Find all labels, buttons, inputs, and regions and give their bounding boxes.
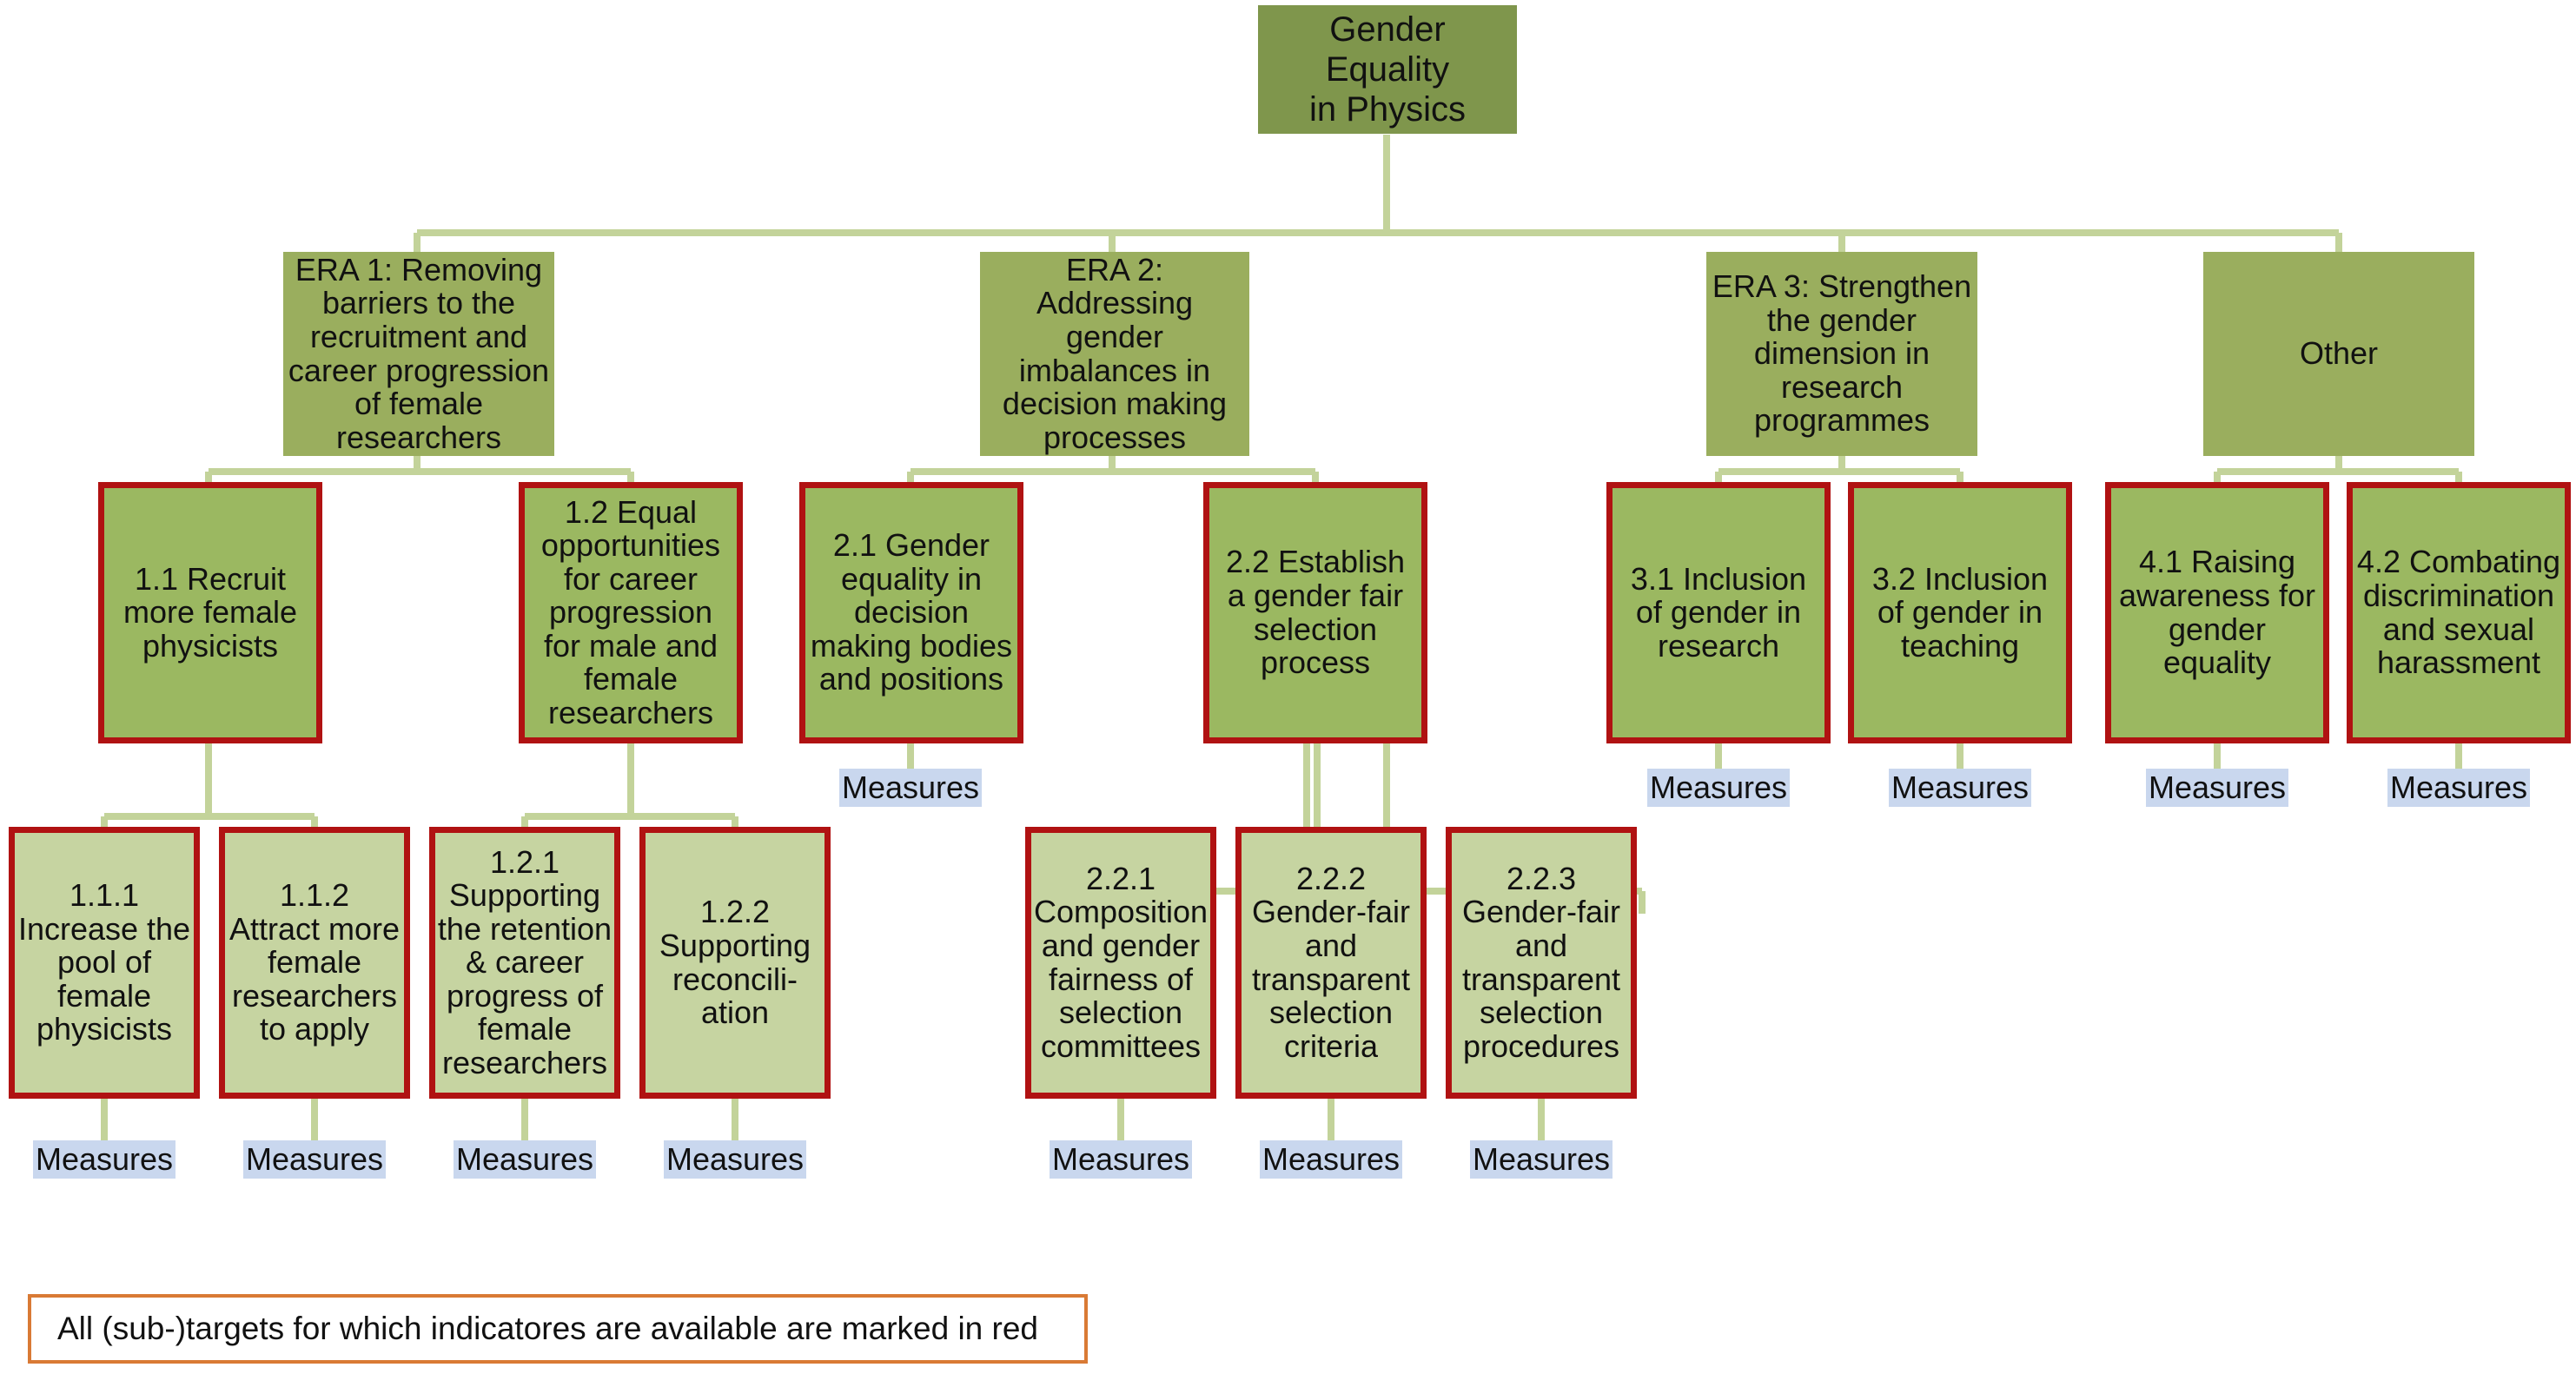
subtarget-1-2-1-node: 1.2.1 Supporting the retention & career … — [429, 827, 620, 1099]
era-other-node: Other — [2203, 252, 2474, 456]
measures-label: Measures — [1050, 1140, 1192, 1179]
subtarget-2-2-3-node: 2.2.3 Gender-fair and transparent select… — [1446, 827, 1637, 1099]
legend-note: All (sub-)targets for which indicatores … — [28, 1294, 1088, 1364]
measures-label: Measures — [33, 1140, 175, 1179]
target-4-2-node: 4.2 Combating discrimination and sexual … — [2347, 482, 2571, 743]
subtarget-2-2-1-node: 2.2.1 Composition and gender fairness of… — [1025, 827, 1216, 1099]
era-2-node: ERA 2: Addressing gender imbalances in d… — [980, 252, 1249, 456]
measures-label: Measures — [839, 769, 982, 807]
target-1-2-node: 1.2 Equal opportunities for career progr… — [519, 482, 743, 743]
subtarget-1-1-1-node: 1.1.1 Increase the pool of female physic… — [9, 827, 200, 1099]
measures-label: Measures — [243, 1140, 386, 1179]
measures-label: Measures — [2387, 769, 2530, 807]
measures-label: Measures — [1260, 1140, 1402, 1179]
era-1-node: ERA 1: Removing barriers to the recruitm… — [283, 252, 554, 456]
subtarget-1-2-2-node: 1.2.2 Supporting reconcili- ation — [639, 827, 831, 1099]
measures-label: Measures — [2146, 769, 2288, 807]
target-2-1-node: 2.1 Gender equality in decision making b… — [799, 482, 1023, 743]
target-2-2-node: 2.2 Establish a gender fair selection pr… — [1203, 482, 1427, 743]
target-3-2-node: 3.2 Inclusion of gender in teaching — [1848, 482, 2072, 743]
measures-label: Measures — [664, 1140, 806, 1179]
measures-label: Measures — [1647, 769, 1790, 807]
subtarget-1-1-2-node: 1.1.2 Attract more female researchers to… — [219, 827, 410, 1099]
legend-text: All (sub-)targets for which indicatores … — [57, 1311, 1039, 1346]
target-3-1-node: 3.1 Inclusion of gender in research — [1606, 482, 1831, 743]
measures-label: Measures — [454, 1140, 596, 1179]
measures-label: Measures — [1470, 1140, 1612, 1179]
root-node: Gender Equality in Physics — [1258, 5, 1517, 134]
subtarget-2-2-2-node: 2.2.2 Gender-fair and transparent select… — [1235, 827, 1427, 1099]
measures-label: Measures — [1889, 769, 2031, 807]
target-4-1-node: 4.1 Raising awareness for gender equalit… — [2105, 482, 2329, 743]
target-1-1-node: 1.1 Recruit more female physicists — [98, 482, 322, 743]
era-3-node: ERA 3: Strengthen the gender dimension i… — [1706, 252, 1977, 456]
